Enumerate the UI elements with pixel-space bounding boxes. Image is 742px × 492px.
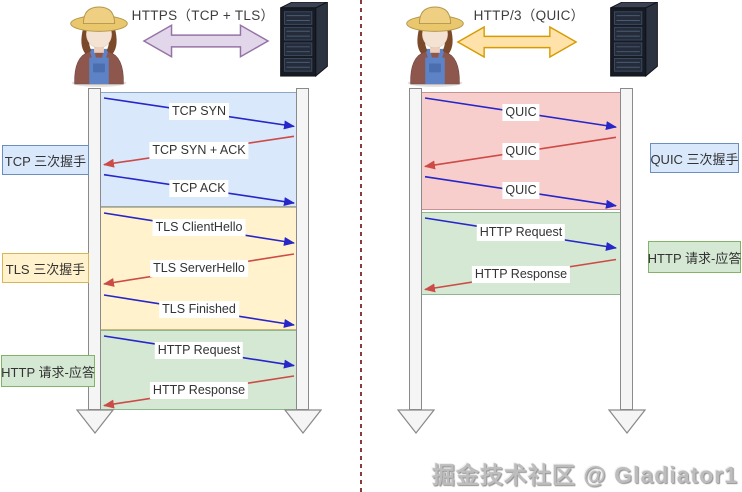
message-label: TLS Finished	[159, 301, 239, 318]
message-label: TLS ServerHello	[150, 260, 248, 277]
message-label: QUIC	[502, 103, 540, 121]
message-label: TCP SYN	[169, 103, 229, 121]
side-label-tls-handshake: TLS 三次握手	[2, 253, 89, 283]
message-label: TLS ClientHello	[152, 219, 246, 236]
side-label-tcp-handshake: TCP 三次握手	[2, 145, 89, 175]
right-panel-title: HTTP/3（QUIC）	[473, 8, 585, 23]
message-label: HTTP Request	[154, 341, 244, 359]
side-label-http-req-resp-right: HTTP 请求-应答	[648, 241, 741, 273]
side-label-http-req-resp-left: HTTP 请求-应答	[1, 355, 95, 387]
side-label-quic-handshake: QUIC 三次握手	[650, 143, 739, 173]
message-label: QUIC	[502, 142, 540, 160]
message-label: HTTP Response	[149, 381, 249, 399]
watermark-text: 掘金技术社区 @ Gladiator1	[432, 462, 738, 488]
left-panel-title: HTTPS（TCP + TLS）	[131, 8, 275, 23]
message-label: QUIC	[502, 182, 540, 200]
message-label: TCP ACK	[169, 179, 229, 197]
message-label: HTTP Response	[471, 265, 571, 283]
message-label: HTTP Request	[476, 224, 566, 241]
message-label: TCP SYN + ACK	[149, 141, 249, 159]
center-divider-line	[360, 0, 362, 492]
